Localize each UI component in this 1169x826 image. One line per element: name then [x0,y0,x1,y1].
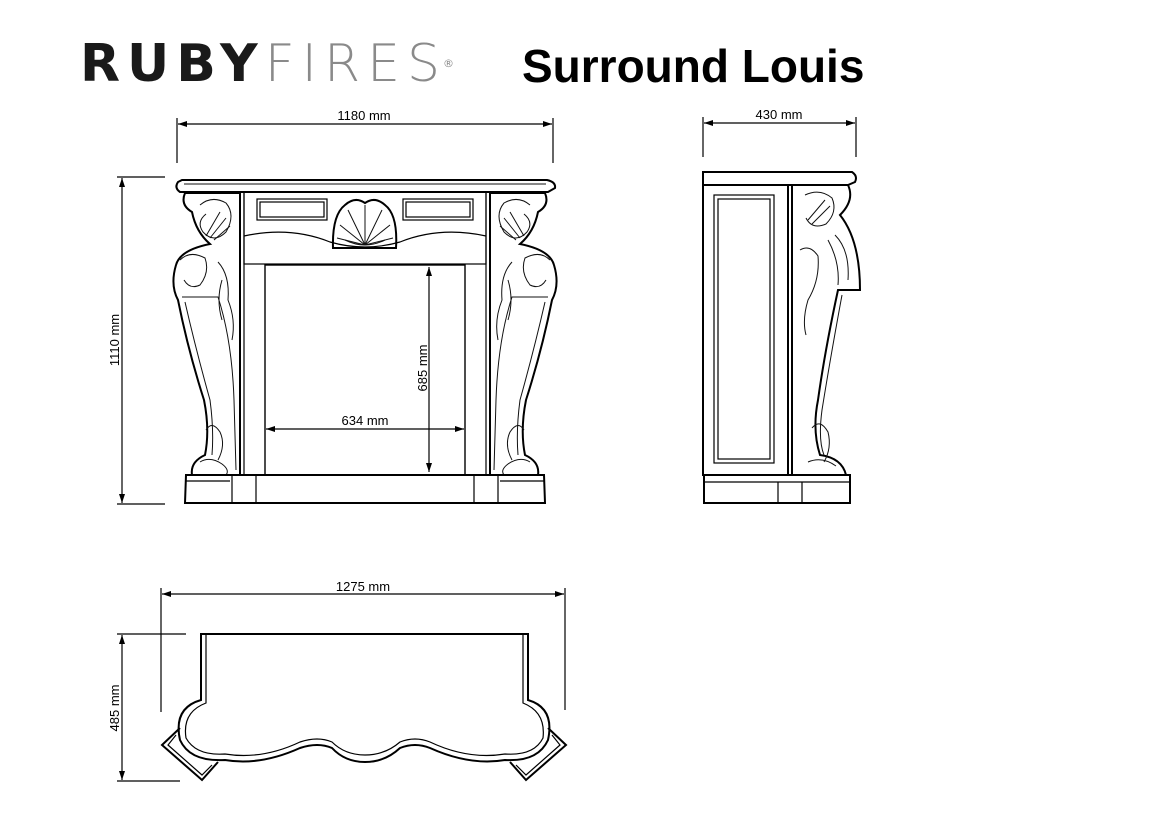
logo-fires-text: FIRES [264,34,447,94]
front-height-dimension: 1110 mm [107,176,165,505]
front-plinth [183,474,547,504]
front-view: 1180 mm 1110 mm 685 mm [107,108,558,505]
shell-ornament-icon [331,199,398,249]
side-view: 430 mm [702,107,862,504]
plan-width-label: 1275 mm [336,579,390,594]
opening-width-label: 634 mm [342,413,389,428]
front-height-label: 1110 mm [107,314,122,366]
logo-ruby-text: RUBY [80,34,265,94]
plan-view: 1275 mm 485 mm [107,579,568,782]
plan-depth-label: 485 mm [107,685,122,732]
front-width-label: 1180 mm [337,108,390,123]
registered-mark: ® [443,57,454,70]
front-width-dimension: 1180 mm [176,108,554,163]
opening-height-label: 685 mm [415,345,430,392]
plan-depth-dimension: 485 mm [107,633,186,782]
side-depth-dimension: 430 mm [702,107,857,157]
right-corbel [489,192,558,476]
brand-logo: RUBYFIRES® [80,34,454,94]
product-title: Surround Louis [522,40,865,92]
left-corbel [172,192,241,476]
side-depth-label: 430 mm [756,107,803,122]
plan-width-dimension: 1275 mm [160,579,566,712]
opening-width-dimension: 634 mm [266,413,464,432]
opening-height-dimension: 685 mm [415,267,432,472]
